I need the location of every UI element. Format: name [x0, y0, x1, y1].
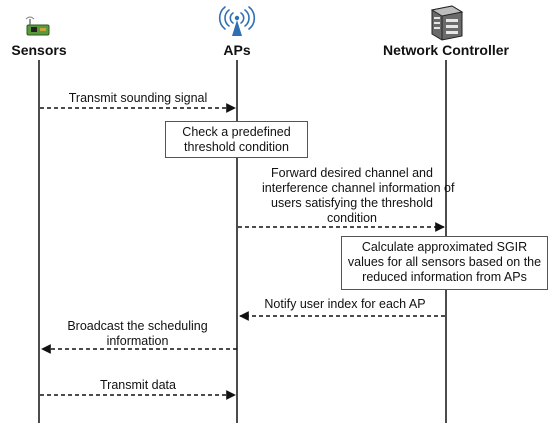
- box-line: reduced information from APs: [362, 270, 527, 284]
- label-line: Transmit sounding signal: [68, 91, 208, 105]
- server-rack-icon: [430, 5, 464, 41]
- label-line: Broadcast the scheduling: [67, 319, 208, 333]
- wireless-antenna-icon: [218, 6, 256, 36]
- actor-network-controller: Network Controller: [382, 42, 509, 58]
- box-check-threshold: Check a predefined threshold condition: [165, 121, 308, 158]
- box-line: values for all sensors based on the: [347, 255, 542, 269]
- label-forward-channel-info: Forward desired channel and interference…: [262, 166, 455, 226]
- label-line: condition: [326, 211, 378, 225]
- box-line: threshold condition: [184, 140, 289, 154]
- label-line: users satisfying the threshold: [271, 196, 433, 210]
- label-line: Forward desired channel and: [271, 166, 433, 180]
- actor-sensors: Sensors: [11, 42, 67, 58]
- label-broadcast-scheduling: Broadcast the scheduling information: [40, 319, 235, 349]
- label-transmit-data: Transmit data: [46, 378, 230, 393]
- label-line: interference channel information of: [262, 181, 455, 195]
- label-line: Transmit data: [100, 378, 176, 392]
- box-line: Check a predefined: [182, 125, 291, 139]
- label-line: Notify user index for each AP: [264, 297, 426, 311]
- label-notify-user-index: Notify user index for each AP: [250, 297, 440, 312]
- box-calculate-sgir: Calculate approximated SGIR values for a…: [341, 236, 548, 290]
- label-transmit-sounding: Transmit sounding signal: [46, 91, 230, 106]
- actor-aps: APs: [223, 42, 251, 58]
- sensor-board-icon: [25, 16, 50, 36]
- label-line: information: [106, 334, 169, 348]
- box-line: Calculate approximated SGIR: [361, 240, 528, 254]
